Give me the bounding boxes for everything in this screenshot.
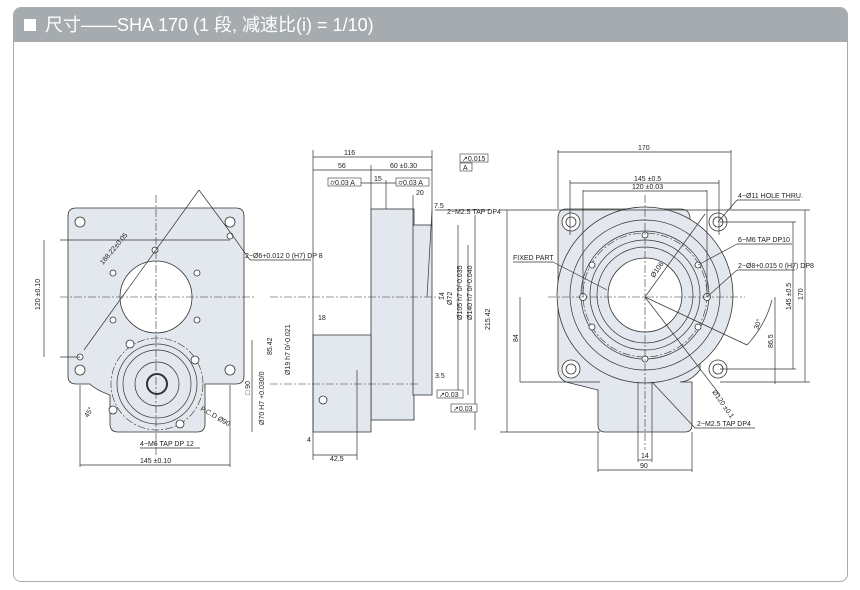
dim-145: 145 ±0.5 [634,176,661,183]
dim-72: Ø72 [447,292,454,305]
dim-56: 56 [338,163,346,170]
dim-14: 14 [641,453,649,460]
dim-170: 170 [638,145,650,152]
dim-42-5: 42.5 [330,456,344,463]
dim-170-v: 170 [798,288,805,300]
pin-hole-label: 2−Ø6+0.012 0 (H7) DP 8 [245,253,323,260]
fixed-part-label: FIXED PART [513,255,554,262]
side-view: 116 56 60 ±0.30 ⌭0.03 A 15 ⌭0.03 A 20 ↗0… [259,150,501,463]
datum-a: A [463,165,468,172]
dim-14: 14 [439,292,446,300]
panel-title: 尺寸——SHA 170 (1 段, 减速比(i) = 1/10) [45,15,374,35]
dim-60: 60 ±0.30 [390,163,417,170]
rear-view: 170 145 ±0.5 120 ±0.03 4−Ø11 HOLE THRU. … [500,145,814,472]
panel-header: 尺寸——SHA 170 (1 段, 减速比(i) = 1/10) [14,8,847,42]
dim-140: Ø140 h7 0/-0.040 [467,265,474,320]
dim-3-5: 3.5 [435,373,445,380]
dim-120: 120 ±0.10 [35,279,42,310]
dim-18: 18 [318,315,326,322]
dim-145: 145 ±0.10 [140,458,171,465]
dim-sq90: □ 90 [245,381,252,395]
front-view: 188.22±0.05 120 ±0.10 2−Ø6+0.012 0 (H7) … [35,189,323,467]
runout-2: ↗0.03 [453,406,473,413]
runout-1: ↗0.03 [439,392,459,399]
dim-116: 116 [344,150,355,157]
dim-90: 90 [640,463,648,470]
tap-label-side: 2−M2.5 TAP DP4 [447,209,501,216]
dim-105: Ø105 h7 0/-0.035 [457,265,464,320]
dim-19: Ø19 h7 0/-0.021 [285,324,292,375]
dim-4: 4 [307,437,311,444]
dim-86-5: 86.5 [768,334,775,348]
tol-a1: ⌭0.03 A [330,180,355,187]
tap-label-rear: 2−M2.5 TAP DP4 [697,421,751,428]
square-bullet-icon [24,19,36,31]
pin-label: 2−Ø8+0.015 0 (H7) DP8 [738,263,814,270]
dim-7-5: 7.5 [434,203,444,210]
dim-120: 120 ±0.03 [632,184,663,191]
tap-label: 4−M6 TAP DP 12 [140,441,194,448]
dim-15: 15 [374,176,382,183]
tol-a2: ⌭0.03 A [398,180,423,187]
dim-84: 84 [513,334,520,342]
dim-215: 215.42 [485,308,492,330]
dim-20: 20 [416,190,424,197]
angle-30: 30° [752,318,763,331]
tol-015: ↗0.015 [462,156,485,163]
m6-tap-label: 6−M6 TAP DP10 [738,237,790,244]
dim-70: Ø70 H7 +0.030/0 [259,371,266,425]
angle-45: 45° [83,406,95,419]
dim-85: 85.42 [267,337,274,355]
dim-145-v: 145 ±0.5 [786,283,793,310]
holes-label: 4−Ø11 HOLE THRU. [738,193,803,200]
dim-120-circle: Ø120 ±0.1 [710,389,735,420]
